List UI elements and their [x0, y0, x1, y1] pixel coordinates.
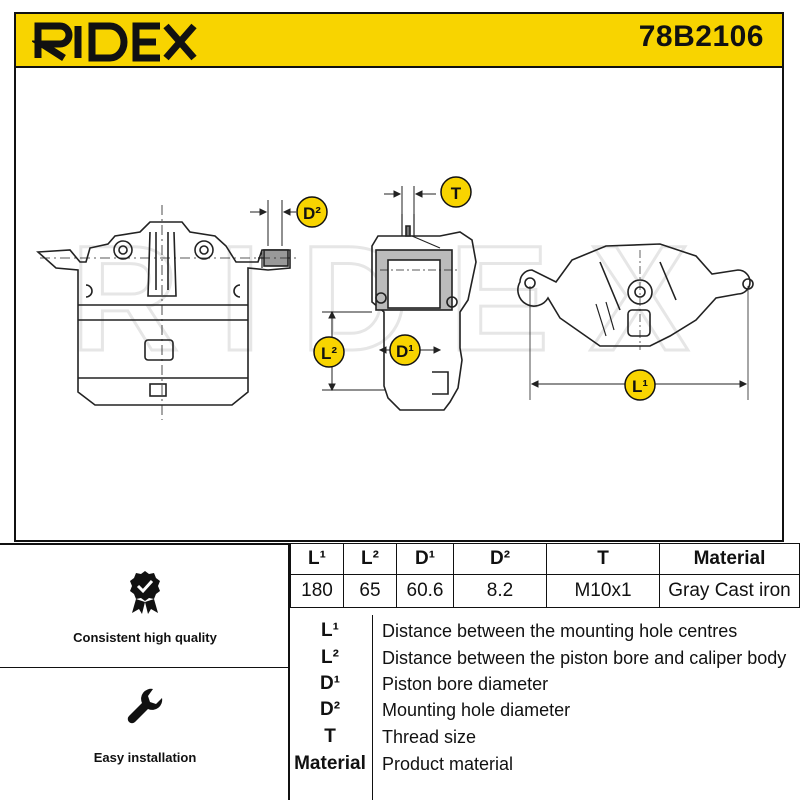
legend-item: L¹ Distance between the mounting hole ce…	[290, 618, 800, 644]
legend-desc: Piston bore diameter	[382, 674, 549, 694]
caliper-top-view	[517, 243, 754, 400]
spec-value-row: 180 65 60.6 8.2 M10x1 Gray Cast iron	[290, 574, 800, 608]
drawing-frame	[14, 66, 784, 542]
value-t: M10x1	[546, 574, 660, 608]
legend-divider	[372, 615, 373, 800]
wrench-icon	[127, 688, 163, 724]
legend-key: L¹	[321, 620, 339, 641]
legend-item: T Thread size	[290, 724, 800, 750]
header-l2: L²	[343, 543, 397, 575]
legend-item: D¹ Piston bore diameter	[290, 671, 800, 697]
legend-item: Material Product material	[290, 751, 800, 777]
quality-badge: Consistent high quality	[0, 569, 290, 645]
legend-key: D¹	[319, 673, 341, 694]
caliper-front-view	[36, 205, 300, 420]
header-t: T	[546, 543, 660, 575]
legend-desc: Product material	[382, 754, 514, 774]
l2-marker: L²	[321, 344, 337, 363]
value-l1: 180	[290, 574, 344, 608]
ridex-logo	[29, 18, 202, 69]
installation-badge: Easy installation	[0, 685, 290, 765]
badges-panel: Consistent high quality Easy installatio…	[0, 543, 290, 800]
caliper-section-view	[371, 214, 477, 411]
legend-list: L¹ Distance between the mounting hole ce…	[290, 615, 800, 800]
legend-desc: Thread size	[382, 727, 477, 747]
badge-divider	[0, 667, 290, 668]
header-d2: D²	[453, 543, 547, 575]
part-number: 78B2106	[638, 20, 764, 53]
value-d2: 8.2	[453, 574, 547, 608]
legend-key: Material	[294, 753, 366, 774]
legend-key: D²	[319, 699, 341, 720]
info-section: Consistent high quality Easy installatio…	[0, 543, 800, 800]
legend-item: D² Mounting hole diameter	[290, 697, 800, 723]
legend-desc: Distance between the piston bore and cal…	[382, 648, 787, 668]
d1-marker: D¹	[396, 342, 414, 361]
t-marker: T	[451, 184, 462, 203]
header-d1: D¹	[396, 543, 454, 575]
value-l2: 65	[343, 574, 397, 608]
installation-label: Easy installation	[93, 750, 197, 765]
check-badge-icon	[130, 571, 160, 614]
legend-key: T	[324, 726, 336, 747]
technical-drawing: RIDEX D²	[16, 68, 782, 538]
t-dimension	[384, 186, 436, 228]
header-bar: 78B2106	[14, 12, 784, 68]
legend-desc: Distance between the mounting hole centr…	[382, 621, 738, 641]
header-l1: L¹	[290, 543, 344, 575]
header-material: Material	[659, 543, 800, 575]
spec-header-row: L¹ L² D¹ D² T Material	[290, 543, 800, 575]
d2-dimension	[250, 200, 296, 246]
d2-marker: D²	[303, 204, 321, 223]
legend-item: L² Distance between the piston bore and …	[290, 645, 800, 671]
legend-desc: Mounting hole diameter	[382, 700, 571, 720]
quality-label: Consistent high quality	[73, 630, 217, 645]
spec-table: L¹ L² D¹ D² T Material 180 65 60.6 8.2 M…	[290, 543, 800, 608]
legend-key: L²	[321, 647, 339, 668]
l1-marker: L¹	[632, 377, 648, 396]
value-d1: 60.6	[396, 574, 454, 608]
value-material: Gray Cast iron	[659, 574, 800, 608]
